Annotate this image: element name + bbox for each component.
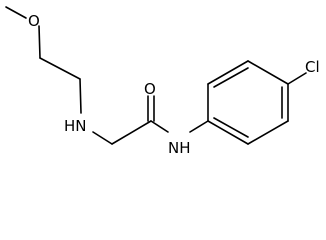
bond-nh-ring xyxy=(189,120,209,133)
bond-ch2-carbonyl xyxy=(111,120,152,145)
atom-carbonyl-o: O xyxy=(144,80,156,98)
bond-methyl-o xyxy=(5,6,27,19)
bond-ch2-nh xyxy=(79,78,82,114)
atom-amide-nh: NH xyxy=(168,139,191,157)
bond-ch2-ch2 xyxy=(39,57,81,80)
atom-methoxy-o: O xyxy=(28,12,40,30)
ring-bond-5 xyxy=(247,120,289,145)
bond-ring-cl xyxy=(287,72,307,85)
bond-nh-ch2 xyxy=(92,131,113,145)
molecule-canvas: O HN O NH Cl xyxy=(5,6,320,157)
molecule-structure: O HN O NH Cl xyxy=(5,6,320,157)
atom-chlorine: Cl xyxy=(305,58,320,76)
ring-inner-bond-1 xyxy=(213,67,249,88)
bond-carbonyl-nh xyxy=(150,120,169,133)
ring-inner-bond-3 xyxy=(213,117,249,138)
ring-bond-2 xyxy=(207,60,249,85)
ring-bond-6 xyxy=(207,120,249,145)
atom-amine-nh: HN xyxy=(64,117,87,135)
ring-bond-3 xyxy=(247,60,289,85)
bond-o-ch2 xyxy=(38,25,41,59)
